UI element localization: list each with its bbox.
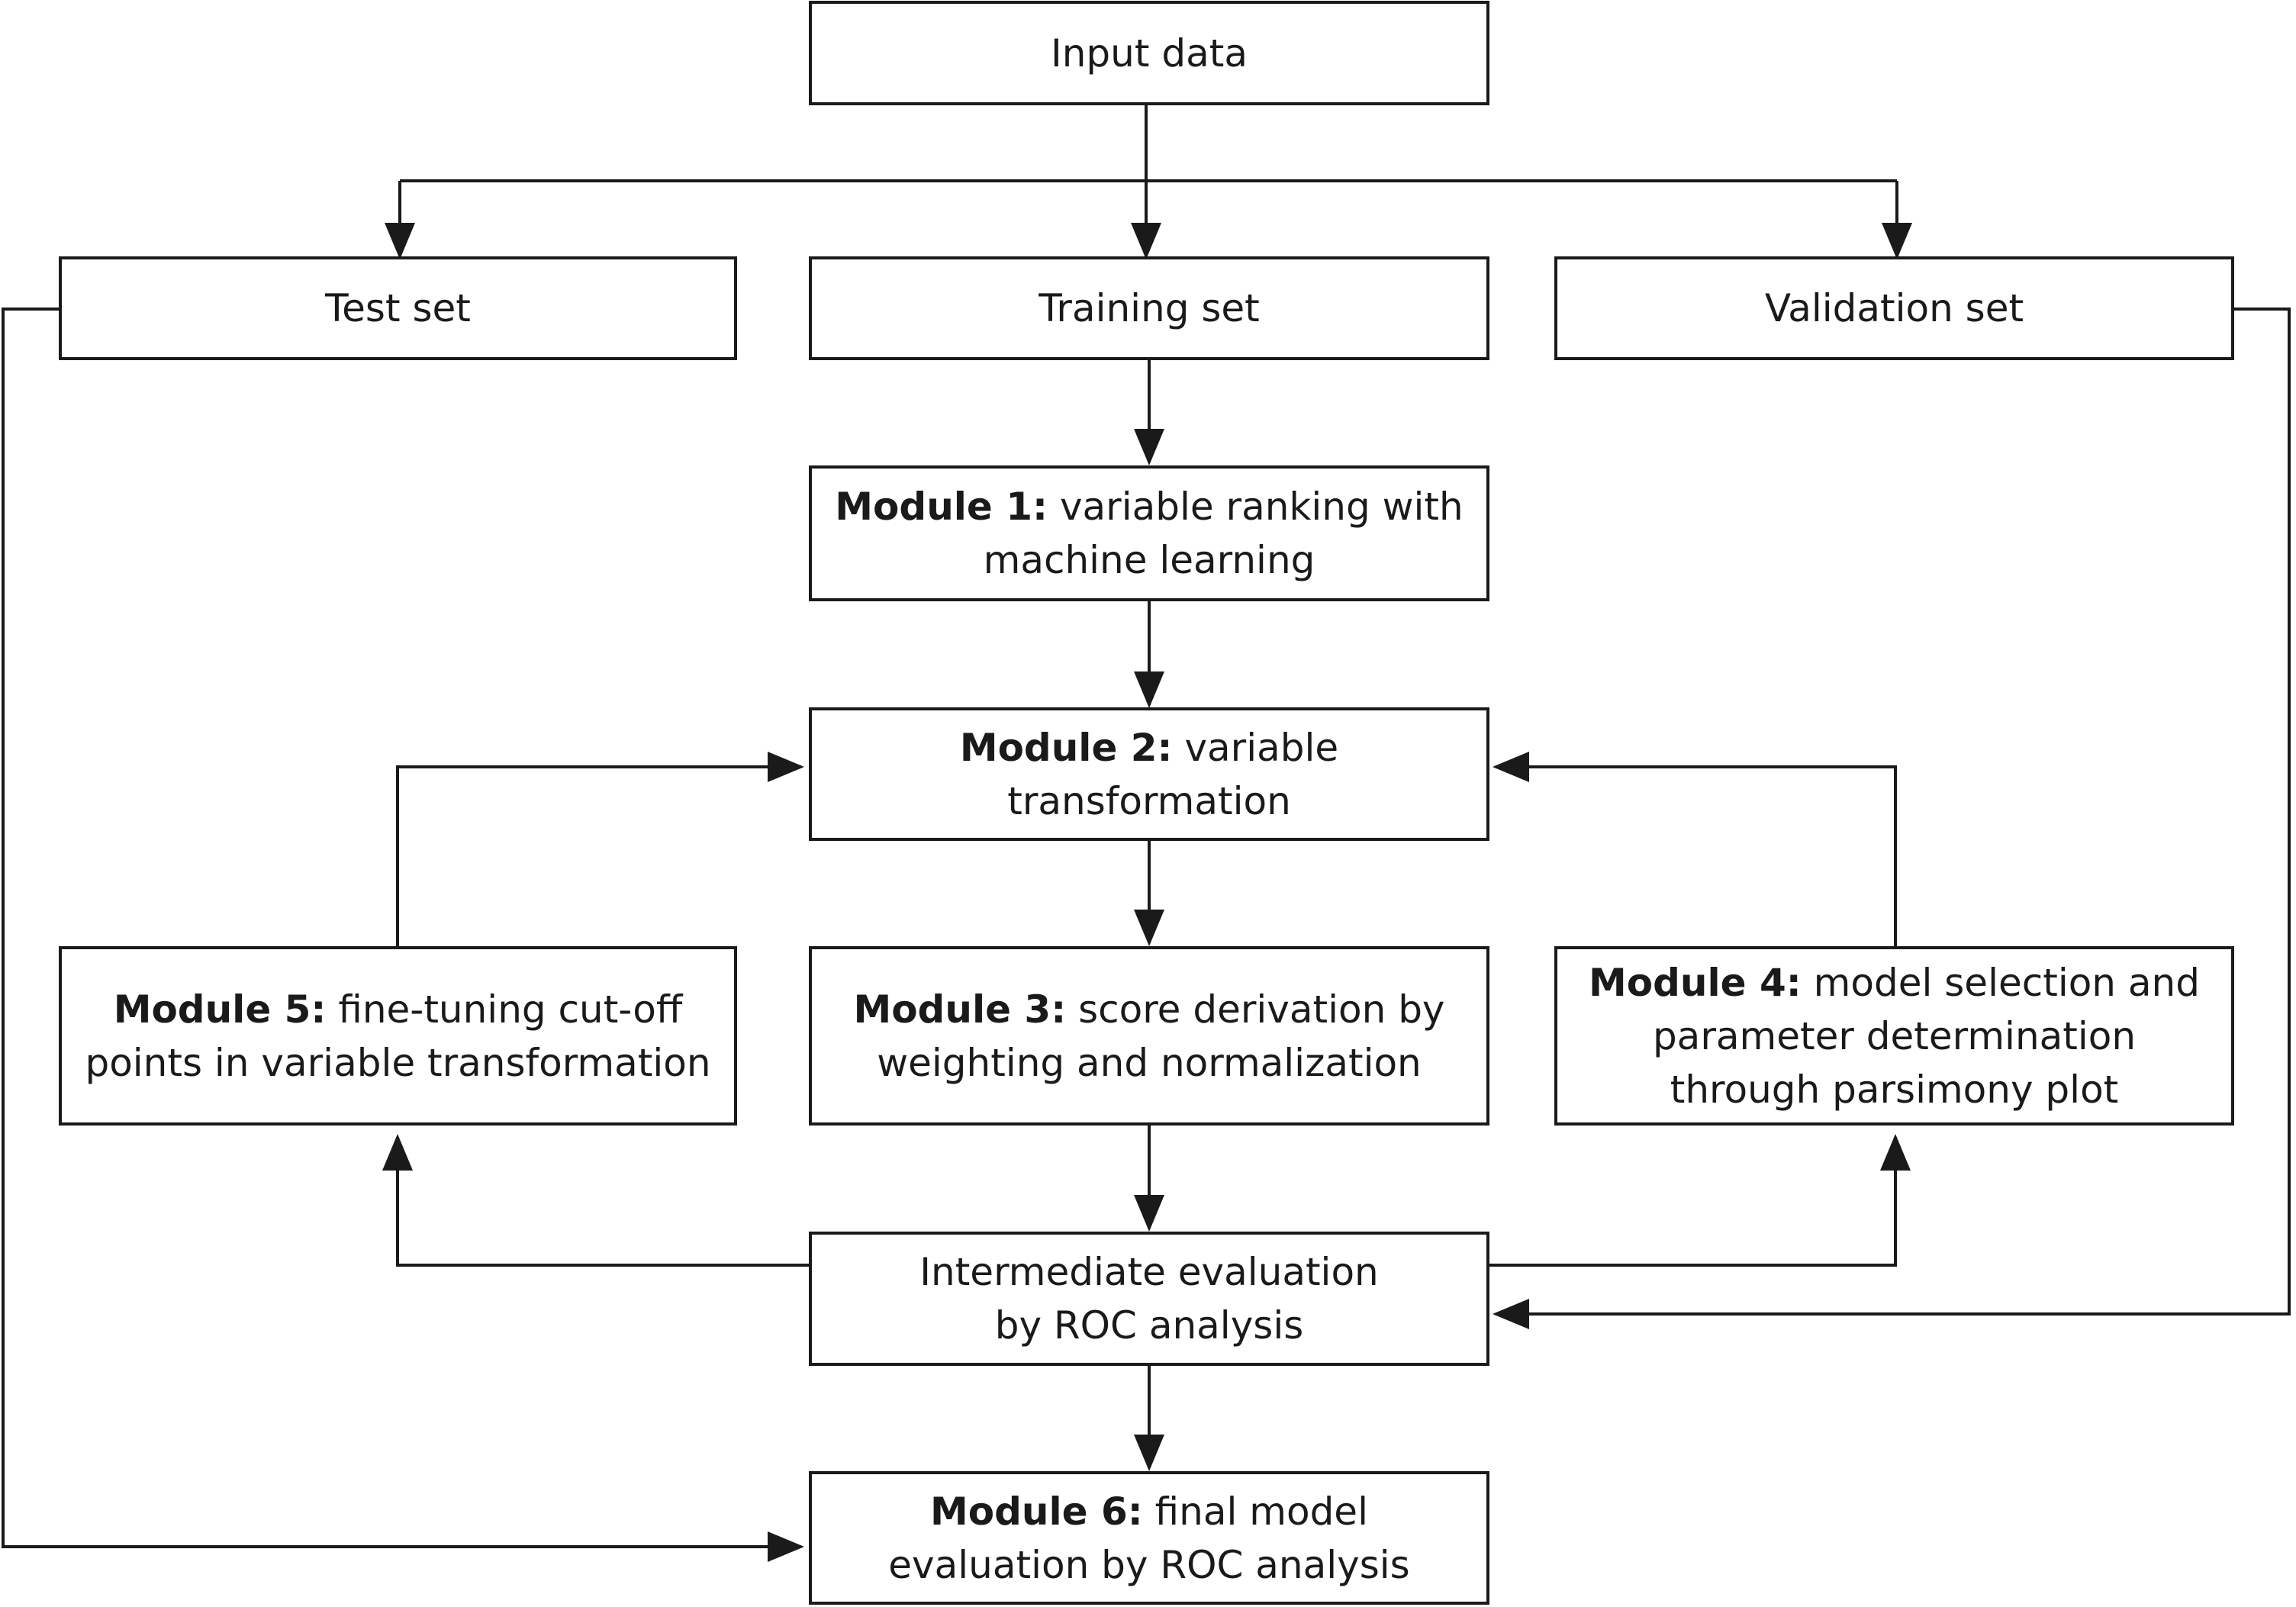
intermediate-evaluation-box: Intermediate evaluation by ROC analysis: [809, 1232, 1489, 1366]
module4-title: Module 4:: [1589, 960, 1802, 1005]
module6-box: Module 6: final model evaluation by ROC …: [809, 1471, 1489, 1605]
validation-set-label: Validation set: [1764, 286, 2024, 330]
module6-title: Module 6:: [930, 1489, 1143, 1534]
module2-title: Module 2:: [959, 725, 1173, 770]
module3-box: Module 3: score derivation by weighting …: [809, 946, 1489, 1126]
module5-description: fine-tuning cut-off points in variable t…: [85, 987, 711, 1085]
arrow-intermediate-to-module4: [1489, 1134, 1911, 1267]
arrow-test-to-module6: [2, 308, 804, 1562]
arrow-module5-to-module2: [396, 752, 804, 946]
module6-description: final model evaluation by ROC analysis: [888, 1489, 1410, 1587]
arrow-validation-to-intermediate: [1493, 308, 2291, 1329]
module4-description: model selection and parameter determinat…: [1652, 960, 2200, 1112]
training-set-label: Training set: [1039, 286, 1260, 330]
module5-box: Module 5: fine-tuning cut-off points in …: [59, 946, 737, 1126]
module4-box: Module 4: model selection and parameter …: [1554, 946, 2234, 1126]
module1-description: variable ranking with machine learning: [983, 485, 1464, 582]
arrow-intermediate-to-module5: [382, 1134, 809, 1267]
intermediate-evaluation-line1: Intermediate evaluation: [919, 1250, 1379, 1294]
validation-set-box: Validation set: [1554, 256, 2234, 360]
module3-description: score derivation by weighting and normal…: [877, 987, 1445, 1085]
arrow-module4-to-module2: [1493, 752, 1897, 946]
module1-title: Module 1:: [835, 485, 1048, 529]
module1-box: Module 1: variable ranking with machine …: [809, 465, 1489, 601]
intermediate-evaluation-line2: by ROC analysis: [994, 1303, 1304, 1348]
test-set-box: Test set: [59, 256, 737, 360]
input-data-box: Input data: [809, 1, 1489, 105]
test-set-label: Test set: [325, 286, 471, 330]
training-set-box: Training set: [809, 256, 1489, 360]
input-data-label: Input data: [1051, 31, 1248, 76]
module2-description: variable transformation: [1007, 725, 1339, 823]
module3-title: Module 3:: [853, 987, 1067, 1032]
module2-box: Module 2: variable transformation: [809, 707, 1489, 841]
module5-title: Module 5:: [113, 987, 327, 1032]
